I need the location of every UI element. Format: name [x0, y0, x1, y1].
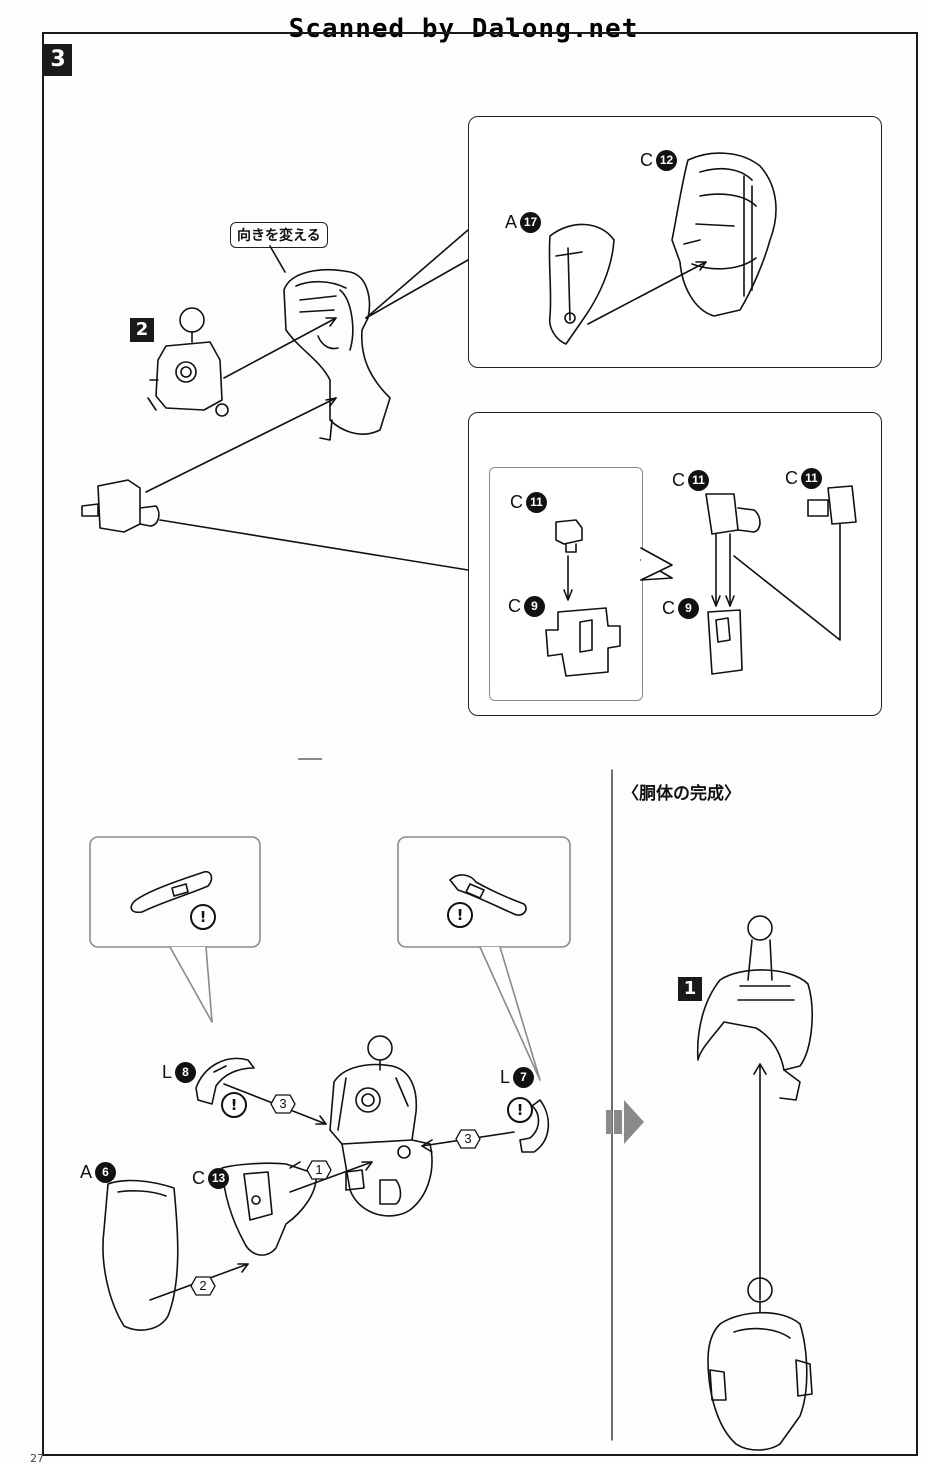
- part-label-a17: A 17: [505, 212, 542, 233]
- part-letter: C: [672, 470, 685, 490]
- part-number: 8: [175, 1062, 197, 1083]
- part-letter: L: [162, 1062, 173, 1082]
- part-number: 11: [526, 492, 547, 513]
- part-letter: C: [192, 1168, 205, 1188]
- part-label-c11-mid: C 11: [672, 470, 709, 491]
- part-number: 11: [801, 468, 822, 489]
- order-mark-3: 3: [270, 1094, 296, 1114]
- warning-icon: !: [507, 1097, 533, 1123]
- part-letter: C: [785, 468, 798, 488]
- warning-icon: !: [221, 1092, 247, 1118]
- part-number: 9: [678, 598, 699, 619]
- part-label-l7: L 7: [500, 1067, 535, 1088]
- warning-icon: !: [447, 902, 473, 928]
- part-letter: C: [510, 492, 523, 512]
- part-number: 6: [95, 1162, 117, 1183]
- part-label-c9-mid: C 9: [662, 598, 699, 619]
- sub-assembly-1-badge: 1: [678, 977, 702, 1001]
- part-number: 11: [688, 470, 709, 491]
- part-label-c11-right: C 11: [785, 468, 822, 489]
- direction-change-callout: 向きを変える: [230, 222, 328, 248]
- watermark: Scanned by Dalong.net: [288, 14, 639, 44]
- part-label-c12: C 12: [640, 150, 677, 171]
- part-label-l8: L 8: [162, 1062, 197, 1083]
- part-number: 7: [513, 1067, 535, 1088]
- part-label-c13: C 13: [192, 1168, 229, 1189]
- part-label-c11-inset: C 11: [510, 492, 547, 513]
- order-mark-3: 3: [455, 1129, 481, 1149]
- part-letter: A: [80, 1162, 93, 1182]
- part-number: 17: [520, 212, 542, 233]
- part-number: 12: [656, 150, 677, 171]
- page-number: 27: [30, 1452, 44, 1465]
- part-letter: C: [640, 150, 653, 170]
- order-mark-1: 1: [306, 1160, 332, 1180]
- step-number: 3: [44, 44, 72, 76]
- part-label-c9-inset: C 9: [508, 596, 545, 617]
- part-label-a6: A 6: [80, 1162, 117, 1183]
- sub-assembly-2-badge: 2: [130, 318, 154, 342]
- part-letter: C: [662, 598, 675, 618]
- part-number: 9: [524, 596, 545, 617]
- part-letter: C: [508, 596, 521, 616]
- bottom-line-art: [89, 769, 813, 1451]
- part-letter: L: [500, 1067, 511, 1087]
- warning-icon: !: [190, 904, 216, 930]
- page-frame: [42, 32, 918, 1456]
- part-number: 13: [208, 1168, 229, 1189]
- order-mark-2: 2: [190, 1276, 216, 1296]
- completion-title: 〈胴体の完成〉: [622, 784, 741, 804]
- top-line-art: [81, 152, 857, 760]
- part-letter: A: [505, 212, 518, 232]
- joint-inset: [489, 467, 643, 701]
